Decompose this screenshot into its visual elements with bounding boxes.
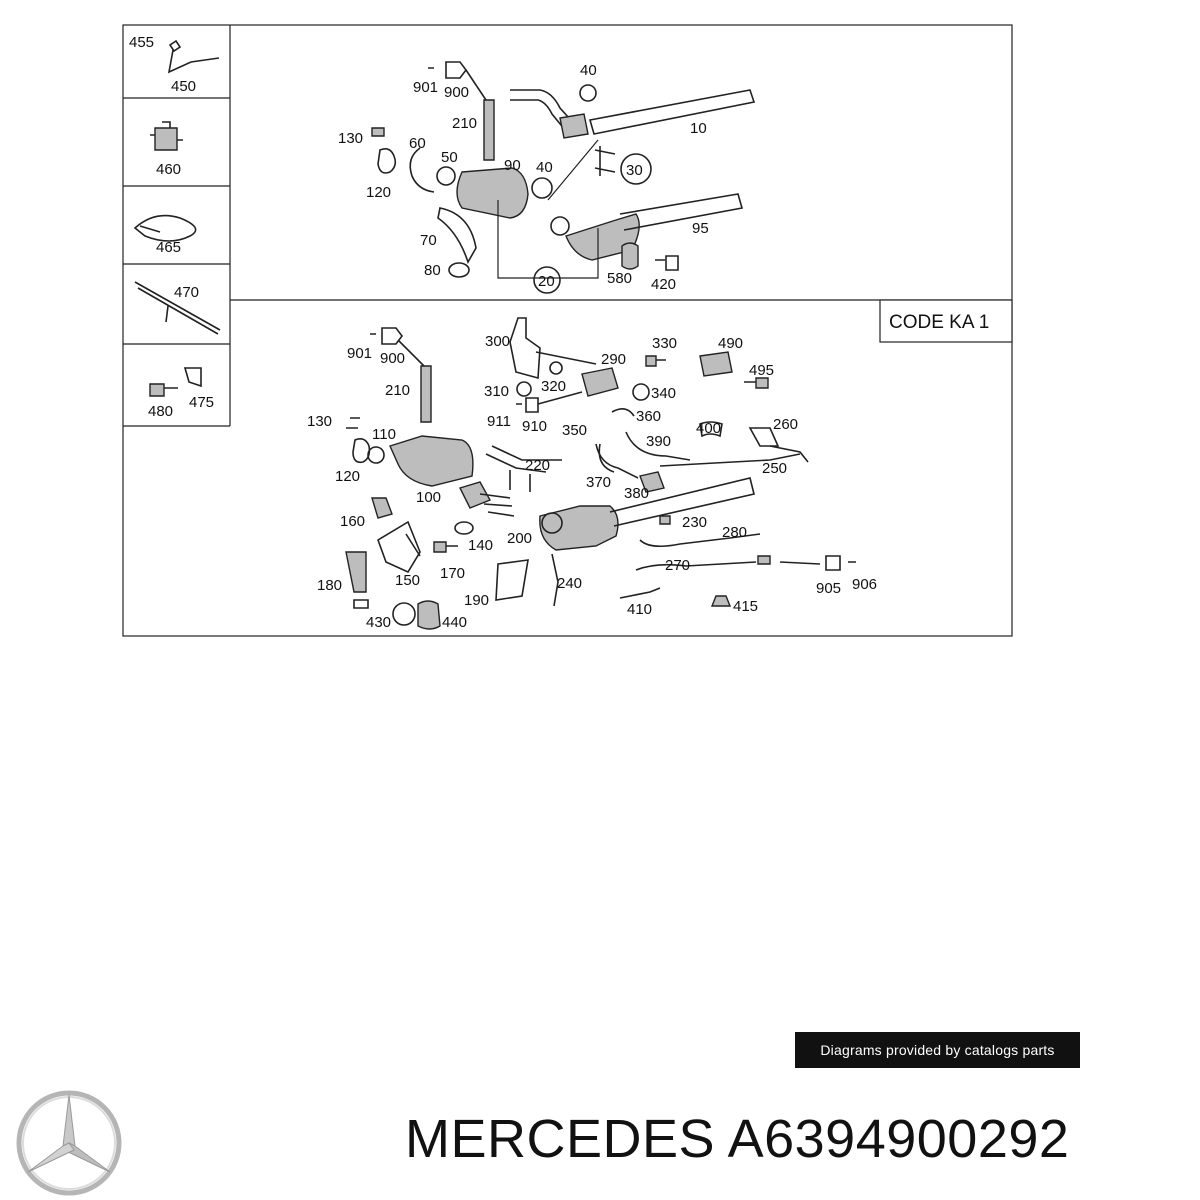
- sidebar-part-sketches: [133, 39, 221, 397]
- label-470: 470: [174, 284, 199, 301]
- label-350: 350: [562, 422, 587, 439]
- label-240: 240: [557, 575, 582, 592]
- label-10: 10: [690, 120, 707, 137]
- label-900b: 900: [380, 350, 405, 367]
- label-415: 415: [733, 598, 758, 615]
- label-906: 906: [852, 576, 877, 593]
- label-580: 580: [607, 270, 632, 287]
- diagram-credit-banner: Diagrams provided by catalogs parts: [795, 1032, 1080, 1068]
- label-410: 410: [627, 601, 652, 618]
- top-labels: 901 900 40 210 10 130 60 50 90 40 30 120…: [338, 62, 709, 293]
- label-430: 430: [366, 614, 391, 631]
- label-330: 330: [652, 335, 677, 352]
- label-120: 120: [366, 184, 391, 201]
- label-60: 60: [409, 135, 426, 152]
- label-901b: 901: [347, 345, 372, 362]
- label-50: 50: [441, 149, 458, 166]
- label-440: 440: [442, 614, 467, 631]
- label-455: 455: [129, 34, 154, 51]
- label-40: 40: [580, 62, 597, 79]
- label-170: 170: [440, 565, 465, 582]
- label-900: 900: [444, 84, 469, 101]
- label-90: 90: [504, 157, 521, 174]
- label-180: 180: [317, 577, 342, 594]
- label-490: 490: [718, 335, 743, 352]
- label-901: 901: [413, 79, 438, 96]
- label-140: 140: [468, 537, 493, 554]
- label-450: 450: [171, 78, 196, 95]
- label-390: 390: [646, 433, 671, 450]
- label-220: 220: [525, 457, 550, 474]
- label-250: 250: [762, 460, 787, 477]
- label-95: 95: [692, 220, 709, 237]
- label-300: 300: [485, 333, 510, 350]
- label-280: 280: [722, 524, 747, 541]
- label-100: 100: [416, 489, 441, 506]
- label-130: 130: [338, 130, 363, 147]
- label-210b: 210: [385, 382, 410, 399]
- label-420: 420: [651, 276, 676, 293]
- label-480: 480: [148, 403, 173, 420]
- label-150: 150: [395, 572, 420, 589]
- label-200: 200: [507, 530, 532, 547]
- sidebar-labels: 455 450 460 465 470 480 475: [129, 34, 214, 420]
- bottom-part-sketches: [345, 317, 856, 630]
- label-495: 495: [749, 362, 774, 379]
- label-70: 70: [420, 232, 437, 249]
- label-475: 475: [189, 394, 214, 411]
- label-160: 160: [340, 513, 365, 530]
- label-110: 110: [372, 426, 396, 443]
- label-120b: 120: [335, 468, 360, 485]
- label-270: 270: [665, 557, 690, 574]
- label-460: 460: [156, 161, 181, 178]
- part-number: A6394900292: [727, 1109, 1070, 1169]
- label-40b: 40: [536, 159, 553, 176]
- top-part-sketches: [371, 61, 756, 294]
- label-905: 905: [816, 580, 841, 597]
- label-310: 310: [484, 383, 509, 400]
- label-370: 370: [586, 474, 611, 491]
- code-label: CODE KA 1: [889, 312, 989, 333]
- label-910: 910: [522, 418, 547, 435]
- label-320: 320: [541, 378, 566, 395]
- label-360: 360: [636, 408, 661, 425]
- label-260: 260: [773, 416, 798, 433]
- label-340: 340: [651, 385, 676, 402]
- label-80: 80: [424, 262, 441, 279]
- label-210: 210: [452, 115, 477, 132]
- label-465: 465: [156, 239, 181, 256]
- label-230: 230: [682, 514, 707, 531]
- code-box: [879, 299, 1013, 343]
- label-380: 380: [624, 485, 649, 502]
- label-130b: 130: [307, 413, 332, 430]
- label-911: 911: [487, 413, 511, 430]
- brand-part-number: MERCEDES A6394900292: [405, 1108, 1195, 1178]
- label-400: 400: [696, 420, 721, 437]
- label-190: 190: [464, 592, 489, 609]
- label-30: 30: [626, 162, 643, 179]
- brand-name: MERCEDES: [405, 1109, 716, 1169]
- label-20: 20: [538, 273, 555, 290]
- label-290: 290: [601, 351, 626, 368]
- mercedes-star-icon: [16, 1090, 122, 1196]
- bottom-labels: 300 330 490 901 900 290 495 310 320 340 …: [307, 333, 877, 631]
